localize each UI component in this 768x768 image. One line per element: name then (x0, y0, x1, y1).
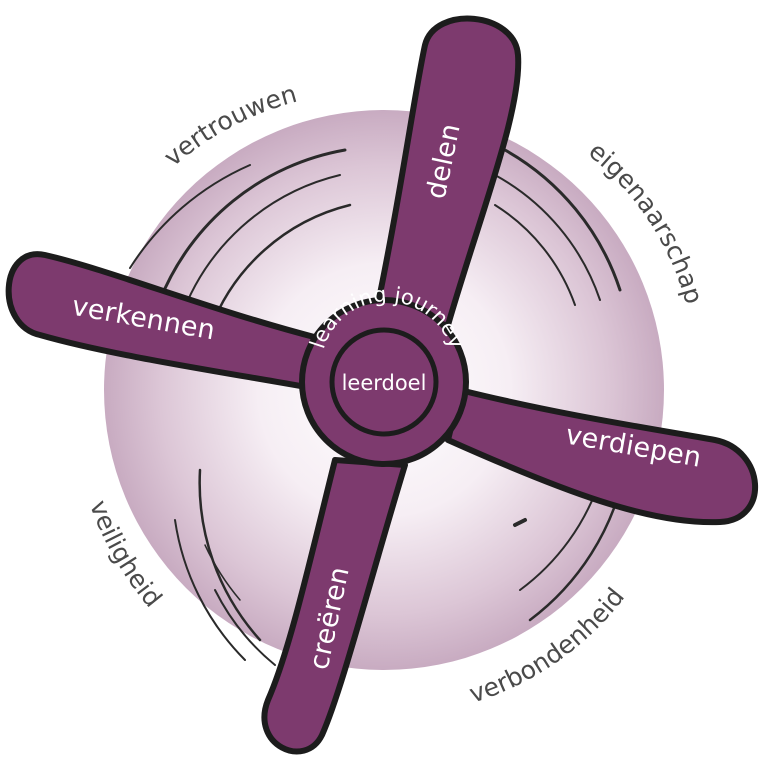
hub-center-label: leerdoel (342, 371, 427, 395)
blade-bottom (261, 457, 408, 755)
blade-left (5, 251, 321, 391)
propeller-blades (5, 15, 758, 755)
blade-right (445, 387, 758, 526)
motion-streaks (129, 148, 627, 666)
blade-top (372, 15, 522, 328)
hub-inner-circle (329, 327, 439, 437)
